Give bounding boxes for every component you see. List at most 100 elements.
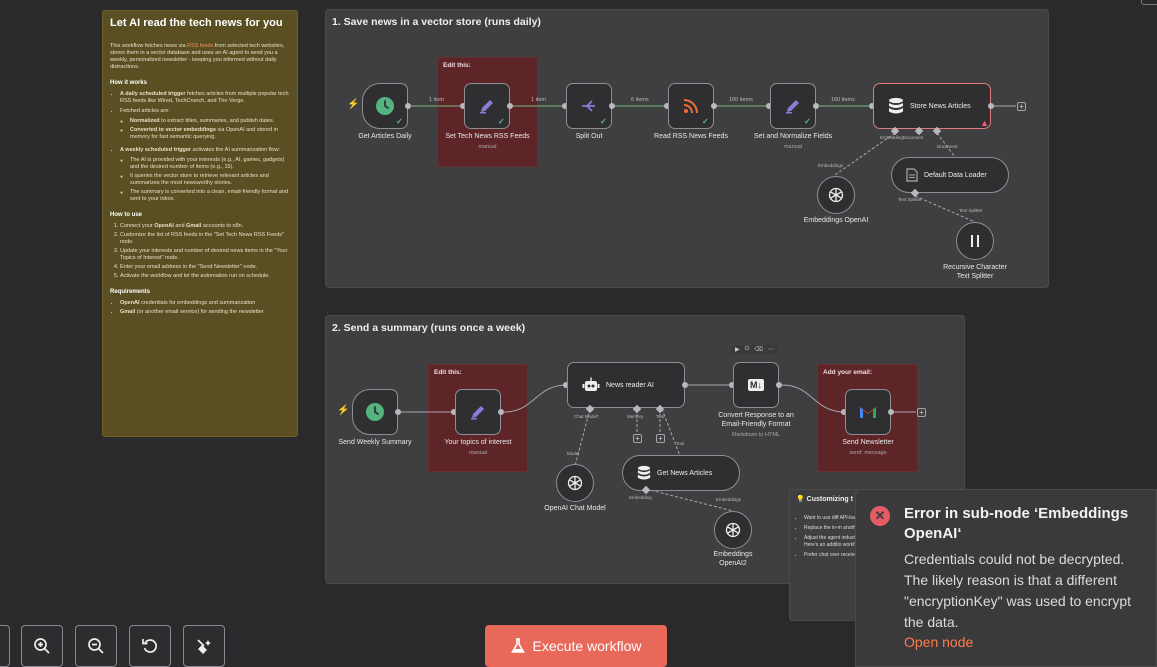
node-store-news-articles[interactable]: Store News Articles xyxy=(873,83,991,129)
output-port[interactable] xyxy=(888,409,894,415)
node-subtitle: send: message xyxy=(849,450,887,456)
node-openai-chat-model[interactable] xyxy=(556,464,594,502)
output-port[interactable] xyxy=(395,409,401,415)
input-port[interactable] xyxy=(664,103,670,109)
overview-sticky-note[interactable]: Let AI read the tech news for you This w… xyxy=(102,10,298,437)
undo-icon xyxy=(142,639,157,653)
list-item: Prefer chat over receive your pers xyxy=(804,552,882,559)
edge-label: 6 items xyxy=(631,97,649,103)
node-embeddings-openai[interactable] xyxy=(817,176,855,214)
input-port[interactable] xyxy=(729,382,735,388)
output-port[interactable] xyxy=(776,382,782,388)
database-icon xyxy=(889,97,903,114)
pencil-icon xyxy=(480,100,493,114)
section2-edit-label: Edit this: xyxy=(434,369,462,376)
output-port[interactable] xyxy=(507,103,513,109)
input-port[interactable] xyxy=(451,409,457,415)
node-news-reader-ai[interactable]: News reader AI xyxy=(567,362,685,408)
database-icon xyxy=(637,465,651,480)
node-label: Get Articles Daily xyxy=(358,133,412,140)
section2-email-note[interactable]: Add your email: xyxy=(817,364,918,472)
error-toast[interactable]: ✕ Error in sub-node ‘Embeddings OpenAI‘ … xyxy=(855,489,1157,667)
edge-label: 160 items xyxy=(729,97,753,103)
input-port[interactable] xyxy=(841,409,847,415)
node-default-data-loader[interactable]: Default Data Loader xyxy=(891,157,1009,193)
output-port[interactable] xyxy=(682,382,688,388)
node-send-weekly-summary[interactable] xyxy=(352,389,398,435)
trash-icon[interactable]: ⌫ xyxy=(754,347,763,353)
node-label: OpenAI Chat Model xyxy=(544,505,606,512)
zoom-in-icon xyxy=(34,638,50,654)
openai-icon xyxy=(567,475,583,491)
how-it-works-list: A daily scheduled trigger fetches articl… xyxy=(110,91,290,105)
warning-icon[interactable]: ▲ xyxy=(980,118,989,128)
zoom-out-button[interactable] xyxy=(75,625,117,667)
node-your-topics-of-interest[interactable] xyxy=(455,389,501,435)
node-label: Set Tech News RSS Feeds xyxy=(445,133,530,140)
node-convert-response[interactable]: M↓ xyxy=(733,362,779,408)
power-icon[interactable]: ⏻ xyxy=(744,346,750,352)
add-node-icon[interactable]: + xyxy=(1017,102,1026,111)
execute-workflow-button[interactable]: Execute workflow xyxy=(485,625,667,667)
play-icon[interactable]: ▶ xyxy=(735,347,740,353)
node-subtitle: manual xyxy=(478,144,497,150)
node-hover-toolbar[interactable]: ▶ ⏻ ⌫ ⋯ xyxy=(731,345,778,354)
node-recursive-character-text-splitter[interactable] xyxy=(956,222,994,260)
output-port[interactable] xyxy=(988,103,994,109)
output-port[interactable] xyxy=(498,409,504,415)
node-get-news-articles[interactable]: Get News Articles xyxy=(622,455,740,491)
execute-workflow-label: Execute workflow xyxy=(532,638,642,654)
zoom-in-button[interactable] xyxy=(21,625,63,667)
port-label: Chat Model* xyxy=(574,414,599,419)
trigger-bolt-icon: ⚡ xyxy=(347,99,360,110)
output-port[interactable] xyxy=(813,103,819,109)
node-label: Send Newsletter xyxy=(842,439,894,446)
pencil-icon xyxy=(786,100,799,114)
input-port[interactable] xyxy=(766,103,772,109)
tidy-up-button[interactable] xyxy=(183,625,225,667)
more-icon[interactable]: ⋯ xyxy=(767,347,774,353)
input-port[interactable] xyxy=(460,103,466,109)
overview-intro: This workflow fetches news via RSS feeds… xyxy=(110,43,285,70)
markdown-icon: M↓ xyxy=(748,379,764,391)
node-set-tech-news-rss-feeds[interactable] xyxy=(464,83,510,129)
node-send-newsletter[interactable] xyxy=(845,389,891,435)
node-label: Default Data Loader xyxy=(924,171,987,179)
edge-label: 1 item xyxy=(531,97,546,103)
input-port[interactable] xyxy=(869,103,875,109)
how-to-use-list: Connect your OpenAI and Gmail accounts t… xyxy=(110,223,290,280)
pencil-icon xyxy=(471,406,484,420)
node-set-and-normalize-fields[interactable] xyxy=(770,83,816,129)
rss-feeds-link[interactable]: RSS feeds xyxy=(187,43,214,49)
section2-title: 2. Send a summary (runs once a week) xyxy=(332,322,526,334)
output-port[interactable] xyxy=(609,103,615,109)
success-check-icon: ✓ xyxy=(702,117,709,126)
output-port[interactable] xyxy=(405,103,411,109)
port-label: Text Splitter xyxy=(959,208,983,213)
node-embeddings-openai2[interactable] xyxy=(714,511,752,549)
requirements-list: OpenAI credentials for embeddings and su… xyxy=(110,300,290,316)
add-tool-icon[interactable]: + xyxy=(656,434,665,443)
customizing-title: Customizing t xyxy=(806,496,853,503)
input-port[interactable] xyxy=(563,382,569,388)
success-check-icon: ✓ xyxy=(396,117,403,126)
edge-label: 1 item xyxy=(429,97,444,103)
list-item: Replace the in-m another persiste xyxy=(804,525,882,532)
output-port[interactable] xyxy=(711,103,717,109)
overview-title: Let AI read the tech news for you xyxy=(110,17,283,29)
open-node-link[interactable]: Open node xyxy=(904,634,974,650)
port-label: EmbeddingDocument xyxy=(880,135,924,140)
toast-message: Credentials could not be decrypted. The … xyxy=(904,551,1132,630)
reset-zoom-button[interactable] xyxy=(129,625,171,667)
node-label: Send Weekly Summary xyxy=(338,439,412,446)
node-label: Get News Articles xyxy=(657,469,713,477)
success-check-icon: ✓ xyxy=(600,117,607,126)
add-memory-icon[interactable]: + xyxy=(633,434,642,443)
zoom-to-fit-button[interactable] xyxy=(0,625,10,667)
add-node-icon[interactable]: + xyxy=(917,408,926,417)
input-port[interactable] xyxy=(562,103,568,109)
port-label: Tool xyxy=(656,414,665,419)
node-split-out[interactable] xyxy=(566,83,612,129)
